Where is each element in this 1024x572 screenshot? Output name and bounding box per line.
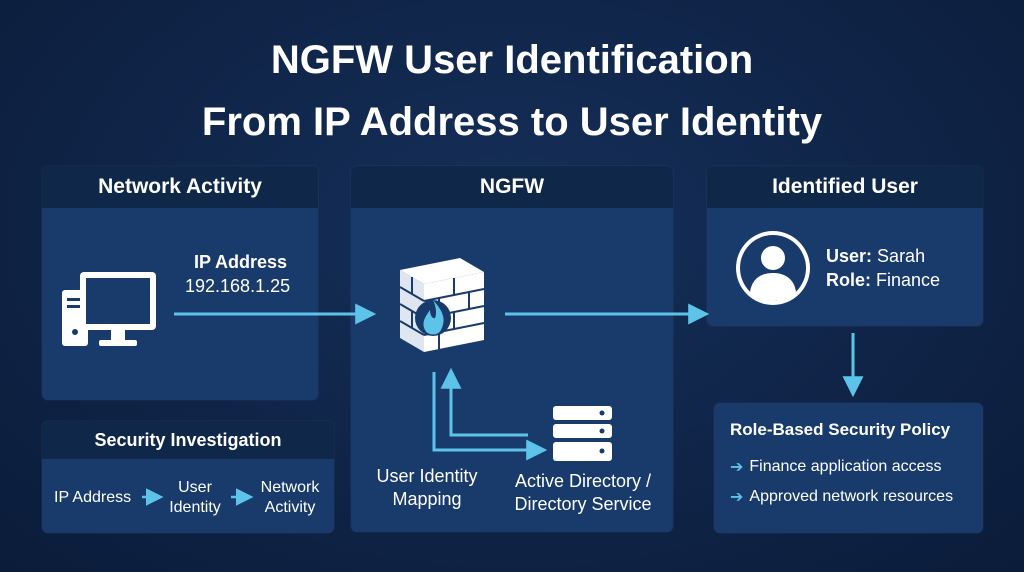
arrow-right-icon: ➔ bbox=[730, 489, 744, 506]
arrow-ngfw-to-directory bbox=[432, 372, 548, 461]
user-value: Sarah bbox=[877, 246, 926, 266]
step2-line-2: Identity bbox=[169, 499, 221, 516]
investigation-step-ip: IP Address bbox=[54, 489, 132, 506]
directory-line-1: Active Directory / bbox=[514, 471, 652, 491]
ngfw-header: NGFW bbox=[351, 166, 673, 208]
step2-line-1: User bbox=[178, 479, 212, 496]
server-icon bbox=[553, 406, 612, 461]
role-key: Role: bbox=[826, 270, 871, 290]
mapping-line-2: Mapping bbox=[392, 489, 462, 509]
user-name-line: User: Sarah bbox=[826, 246, 925, 267]
ip-address-value: 192.168.1.25 bbox=[185, 276, 291, 296]
policy-item-text: Approved network resources bbox=[749, 488, 954, 505]
firewall-icon bbox=[399, 258, 485, 352]
step3-line-1: Network bbox=[260, 479, 320, 496]
role-value: Finance bbox=[876, 270, 941, 290]
security-policy-panel bbox=[714, 403, 983, 533]
arrow-directory-to-ngfw bbox=[440, 367, 528, 437]
computer-icon bbox=[62, 272, 156, 346]
security-investigation-header: Security Investigation bbox=[42, 421, 334, 459]
security-investigation-panel: Security Investigation bbox=[42, 421, 334, 533]
policy-item: ➔ Approved network resources bbox=[730, 487, 953, 507]
investigation-step-user-identity: User Identity bbox=[160, 478, 230, 518]
ip-address-label: IP Address bbox=[194, 252, 288, 272]
mapping-line-1: User Identity bbox=[376, 466, 478, 486]
policy-item-text: Finance application access bbox=[749, 458, 942, 475]
directory-line-2: Directory Service bbox=[514, 494, 652, 514]
step3-line-2: Activity bbox=[264, 499, 316, 516]
user-role-line: Role: Finance bbox=[826, 270, 940, 291]
directory-service-label: Active Directory / Directory Service bbox=[500, 470, 666, 516]
title-line-2: From IP Address to User Identity bbox=[201, 100, 823, 144]
policy-item: ➔ Finance application access bbox=[730, 457, 942, 477]
policy-title: Role-Based Security Policy bbox=[730, 420, 951, 439]
user-avatar-icon bbox=[736, 231, 810, 305]
identified-user-header: Identified User bbox=[707, 166, 983, 208]
investigation-step-network-activity: Network Activity bbox=[250, 478, 330, 518]
ngfw-panel: NGFW bbox=[351, 166, 673, 532]
network-activity-header: Network Activity bbox=[42, 166, 318, 208]
user-identity-mapping-label: User Identity Mapping bbox=[362, 465, 492, 511]
arrow-right-icon: ➔ bbox=[730, 459, 744, 476]
user-key: User: bbox=[826, 246, 873, 266]
title-line-1: NGFW User Identification bbox=[270, 38, 754, 82]
